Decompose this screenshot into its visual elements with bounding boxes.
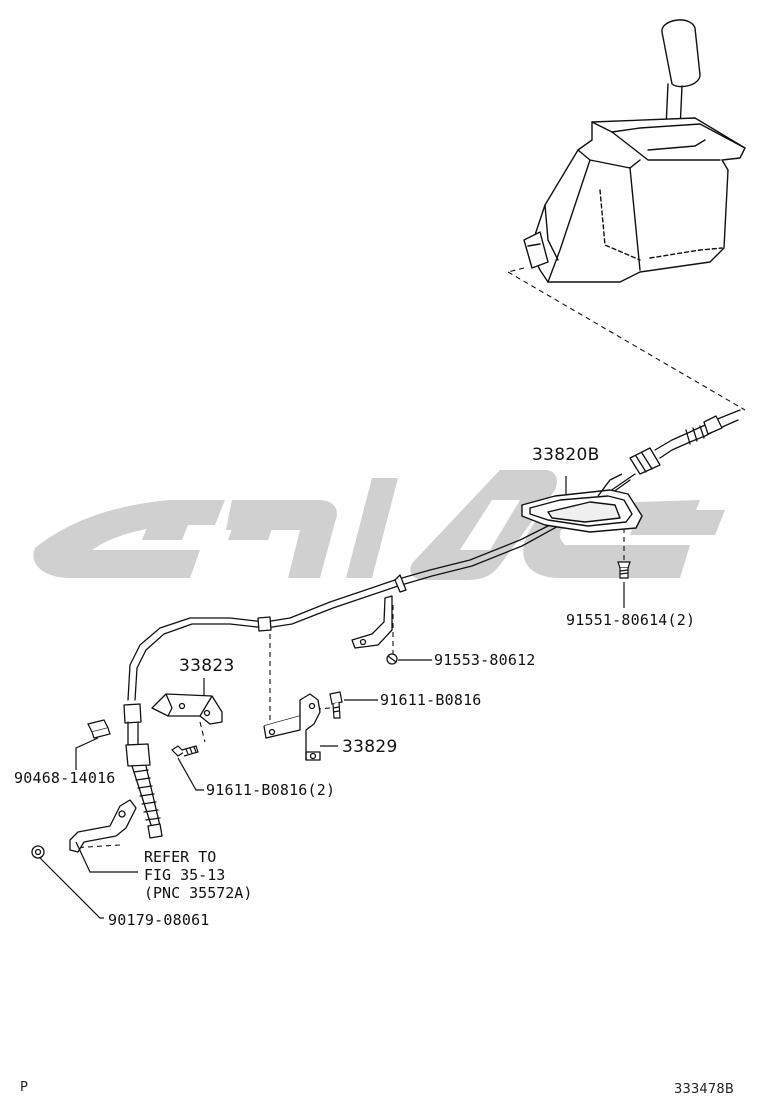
callout-leaders <box>39 476 625 919</box>
label-bolt-housing: 91551-80614(2) <box>566 611 696 629</box>
label-nut: 90179-08061 <box>108 911 210 929</box>
clip-icon <box>87 719 111 739</box>
cable-housing-plate <box>521 473 643 533</box>
reference-note-line1: REFER TO <box>144 848 217 866</box>
footer-left-code: P <box>20 1080 29 1095</box>
label-bolt-33829: 91611-B0816 <box>380 691 482 709</box>
label-bracket-right: 33829 <box>342 737 398 757</box>
cable-bracket-upper <box>351 595 398 665</box>
reference-note-line2: FIG 35-13 <box>144 866 226 884</box>
reference-note: REFER TO FIG 35-13 (PNC 35572A) <box>144 848 252 902</box>
control-cable <box>123 409 741 839</box>
reference-note-line3: (PNC 35572A) <box>144 884 253 902</box>
bracket-33823-part <box>151 693 223 725</box>
figure-id: 333478B <box>674 1082 734 1097</box>
label-clip: 90468-14016 <box>14 769 116 787</box>
label-bracket-left: 33823 <box>179 656 235 676</box>
bolt-housing-icon <box>617 561 631 579</box>
label-cable-assy: 33820B <box>532 445 600 465</box>
lower-bracket-part <box>31 799 137 859</box>
bolt-33823-icon <box>171 745 199 757</box>
shift-lever-assembly <box>523 19 746 283</box>
label-bolt-bracket-upper: 91553-80612 <box>434 651 536 669</box>
bracket-33829-part <box>263 693 321 761</box>
label-bolt-33823: 91611-B0816(2) <box>206 781 336 799</box>
bolt-33829-icon <box>329 691 343 719</box>
